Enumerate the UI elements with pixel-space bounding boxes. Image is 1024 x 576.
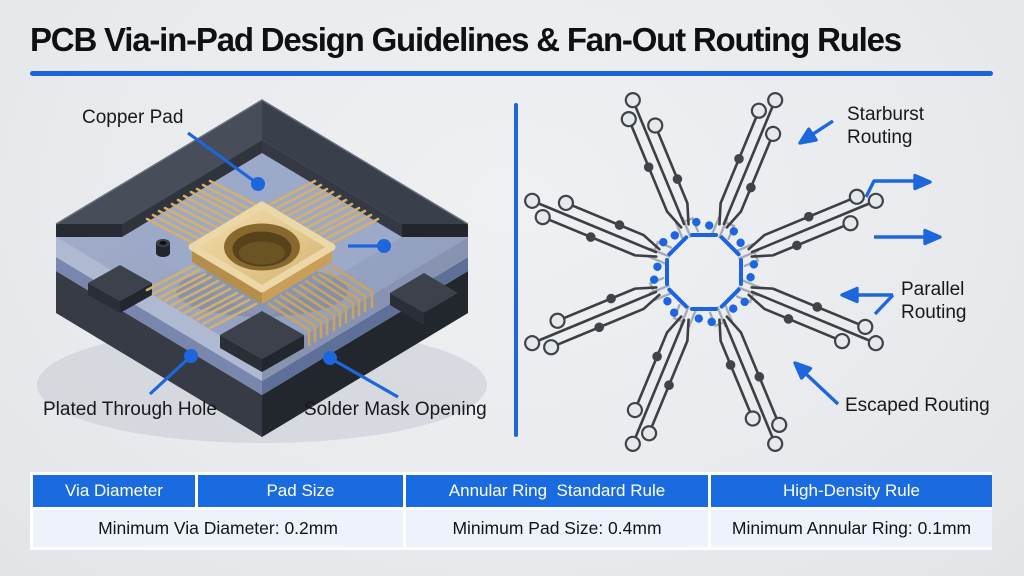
- exit-arrow-2: [874, 228, 942, 246]
- parallel-arrow: [840, 286, 895, 316]
- panel-divider: [514, 103, 518, 437]
- starburst-arrow: [794, 119, 834, 151]
- design-rules-table: Via Diameter Pad Size Annular Ring Stand…: [30, 472, 992, 550]
- plated-through-hole-label: Plated Through Hole: [43, 399, 217, 420]
- via-in-pad-illustration: [37, 99, 487, 443]
- surface-blocks: [88, 239, 458, 372]
- starburst-routing-label: Starburst Routing: [847, 104, 925, 148]
- copper-pad-label: Copper Pad: [82, 107, 184, 128]
- copper-pad-chip: [188, 201, 336, 304]
- table-header-pad-size: Pad Size: [198, 475, 403, 507]
- annotation-arrows: [788, 119, 942, 406]
- escaped-arrow: [788, 356, 840, 406]
- table-header-via-diameter: Via Diameter: [33, 475, 195, 507]
- table-cell-min-annular-ring: Minimum Annular Ring: 0.1mm: [711, 510, 992, 547]
- exit-arrow-1: [864, 173, 932, 198]
- escaped-routing-label: Escaped Routing: [845, 395, 990, 416]
- parallel-routing-label: Parallel Routing: [901, 279, 967, 323]
- page-title: PCB Via-in-Pad Design Guidelines & Fan-O…: [30, 21, 902, 58]
- callout-lines: [148, 131, 399, 399]
- table-header-annular-ring: Annular Ring Standard Rule: [406, 475, 708, 507]
- via-octagon: [665, 233, 743, 311]
- table-cell-min-via-diameter: Minimum Via Diameter: 0.2mm: [33, 510, 403, 547]
- solder-mask-opening-label: Solder Mask Opening: [304, 399, 487, 420]
- table-cell-min-pad-size: Minimum Pad Size: 0.4mm: [406, 510, 708, 547]
- fanout-routing-diagram: [517, 85, 942, 455]
- callout-dots: [184, 177, 391, 365]
- title-underline: [30, 71, 993, 76]
- table-header-high-density: High-Density Rule: [711, 475, 992, 507]
